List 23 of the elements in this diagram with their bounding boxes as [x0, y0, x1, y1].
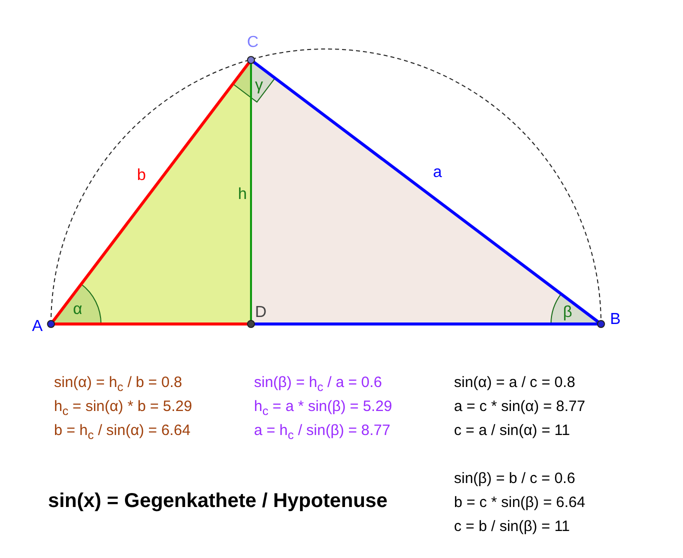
side-label: b: [137, 167, 146, 185]
heading: sin(x) = Gegenkathete / Hypotenuse: [48, 489, 388, 513]
formula: c = a / sin(α) = 11: [454, 422, 570, 440]
formula: c = b / sin(β) = 11: [454, 518, 570, 536]
vertex-label: D: [255, 304, 267, 322]
vertex-label: C: [247, 34, 259, 52]
formula: h$_{c}$ = a * sin(β) = 5.29: [254, 398, 392, 416]
formula: b = c * sin(β) = 6.64: [454, 494, 586, 512]
side-label: h: [238, 186, 247, 204]
formula: a = h$_{c}$ / sin(β) = 8.77: [254, 422, 390, 440]
angle-label: α: [73, 301, 82, 319]
formula: sin(β) = b / c = 0.6: [454, 470, 576, 488]
formula: h$_{c}$ = sin(α) * b = 5.29: [54, 398, 192, 416]
formula: sin(β) = h$_{c}$ / a = 0.6: [254, 374, 382, 392]
formula: sin(α) = h$_{c}$ / b = 0.8: [54, 374, 182, 392]
angle-label: γ: [255, 77, 263, 95]
formula: a = c * sin(α) = 8.77: [454, 398, 586, 416]
vertex-label: A: [32, 318, 43, 336]
formula: sin(α) = a / c = 0.8: [454, 374, 576, 392]
vertex-label: B: [610, 311, 621, 329]
formula: b = h$_{c}$ / sin(α) = 6.64: [54, 422, 190, 440]
side-label: a: [433, 164, 442, 182]
angle-label: β: [563, 304, 572, 322]
